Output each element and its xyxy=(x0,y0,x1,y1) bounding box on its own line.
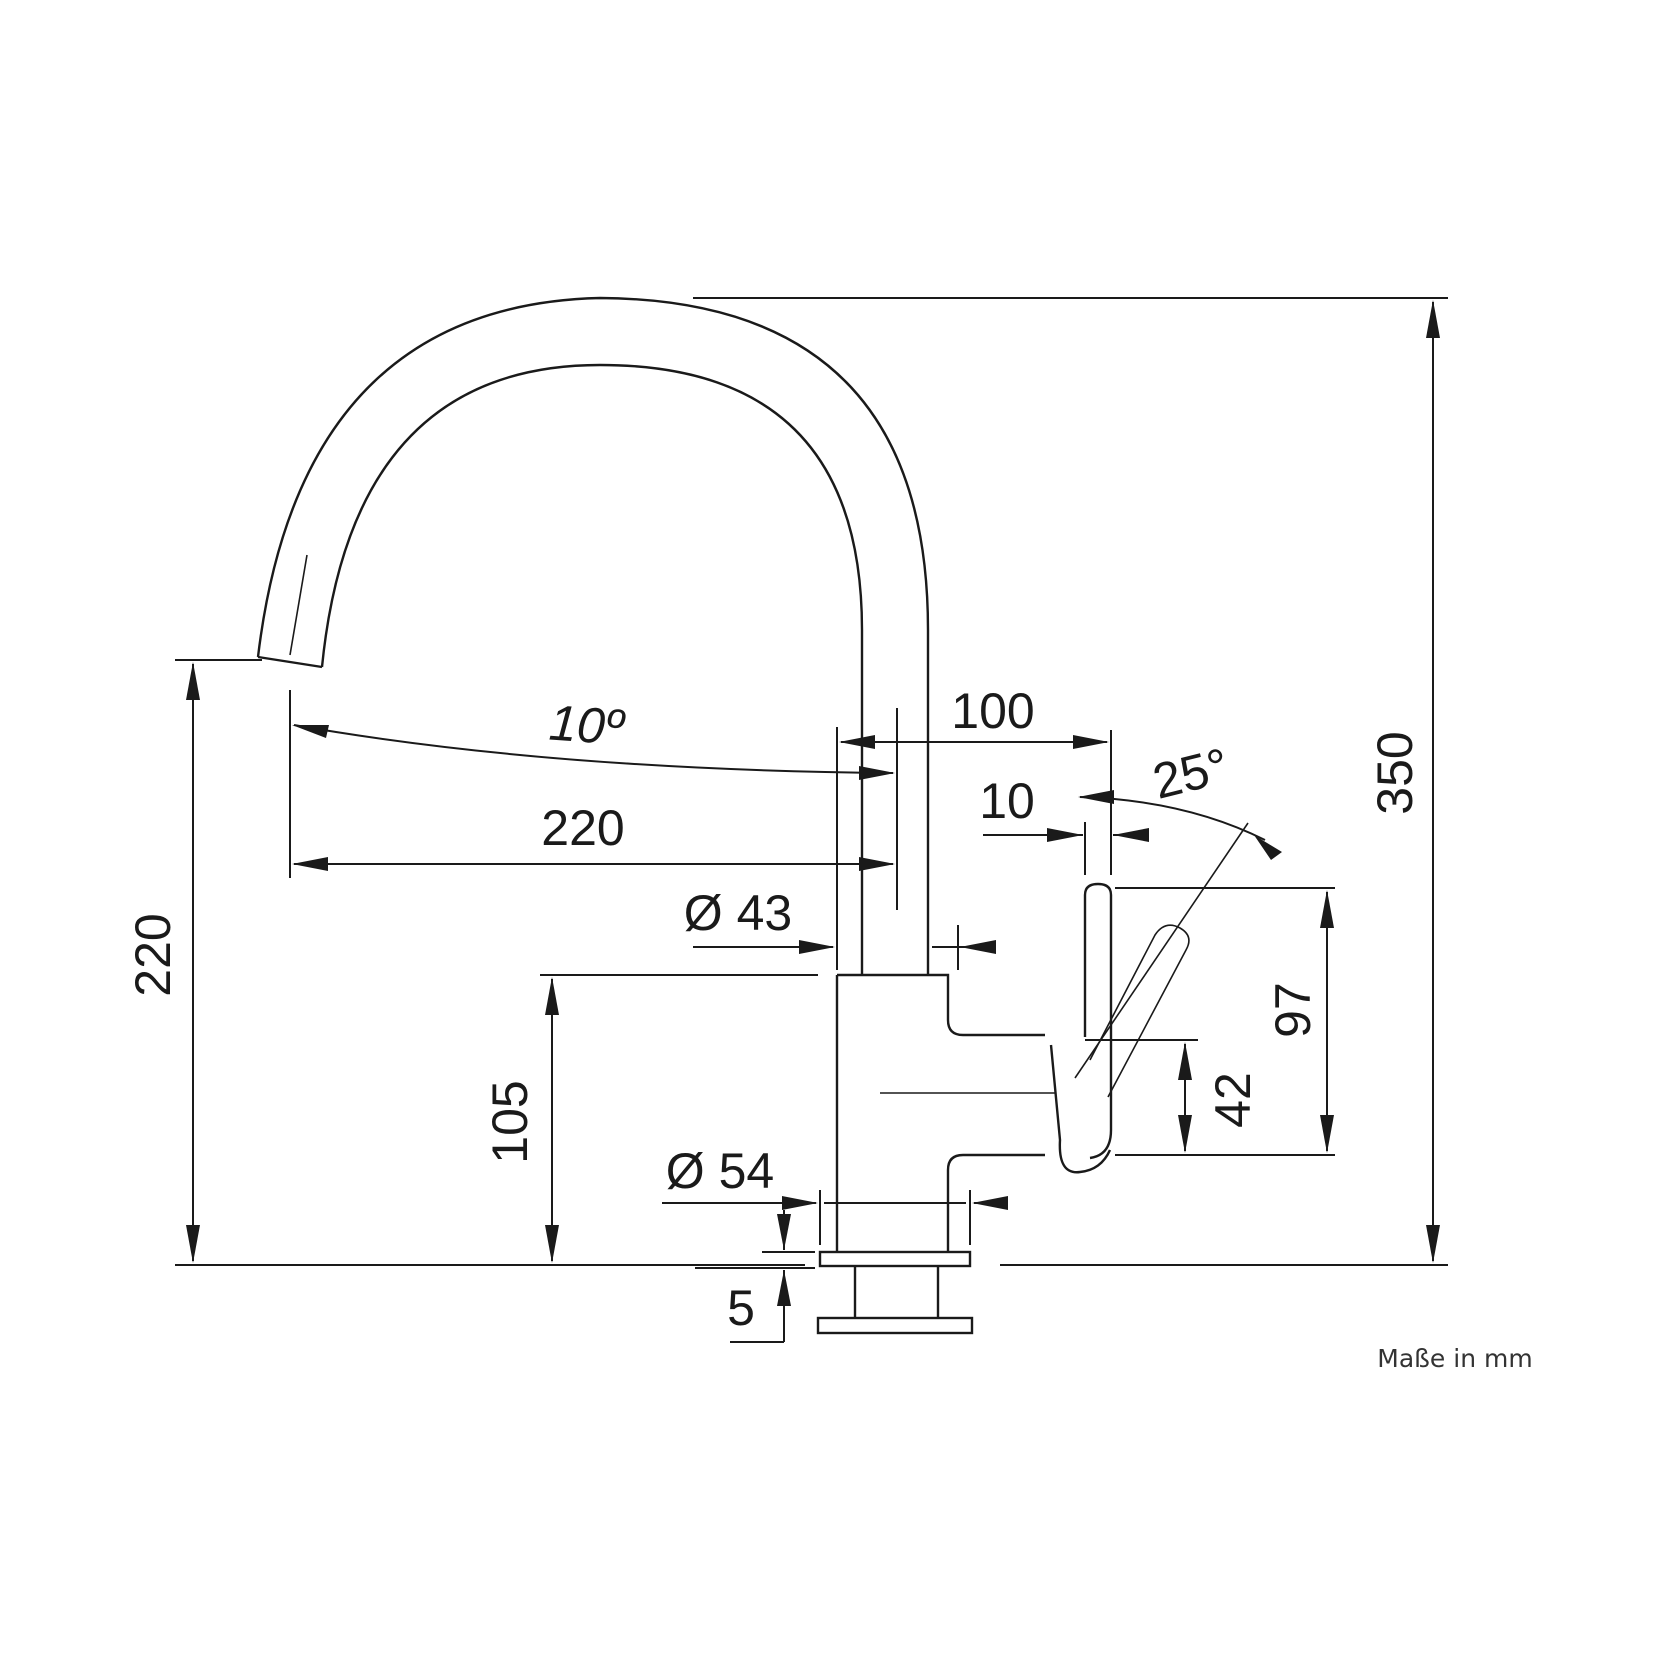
dim-97-arrow-top xyxy=(1320,890,1334,928)
label-reach-handle: 100 xyxy=(951,683,1034,739)
label-angle-handle: 25° xyxy=(1147,737,1234,810)
label-height-spout: 220 xyxy=(125,913,181,996)
label-height-total: 350 xyxy=(1367,731,1423,814)
dim-220h-arrow-top xyxy=(186,662,200,700)
aerator-line xyxy=(289,554,308,656)
dim-25deg-arrow-left xyxy=(1078,790,1114,804)
label-diameter-base: Ø 54 xyxy=(666,1143,774,1199)
spout-tip xyxy=(257,655,323,669)
label-angle-spout: 10º xyxy=(547,695,627,756)
dim-10deg-arrow-left xyxy=(292,725,329,738)
label-height-lever: 42 xyxy=(1205,1072,1261,1128)
units-note: Maße in mm xyxy=(1377,1344,1532,1373)
dim-10deg-arrow-right xyxy=(859,766,895,780)
dim-10-arrow-right xyxy=(1113,828,1149,842)
mounting-nut xyxy=(816,1316,974,1335)
label-reach-spout: 220 xyxy=(541,800,624,856)
dim-350-arrow-bottom xyxy=(1426,1225,1440,1263)
dim-54-arrow-left xyxy=(782,1196,818,1210)
dim-97-arrow-bottom xyxy=(1320,1115,1334,1153)
base-body xyxy=(837,973,1045,1037)
label-height-handle: 97 xyxy=(1265,982,1321,1038)
base-body-lower xyxy=(946,1153,1045,1252)
dim-350-arrow-top xyxy=(1426,300,1440,338)
dim-25deg-arrow-right xyxy=(1254,835,1282,860)
dim-220r-arrow-right xyxy=(859,857,895,871)
dim-220h-arrow-bottom xyxy=(186,1225,200,1263)
faucet-outline xyxy=(256,296,1249,1335)
dim-43-arrow-left xyxy=(799,940,835,954)
spout-inner-contour xyxy=(320,363,864,975)
dim-10deg-arc xyxy=(293,724,894,774)
label-height-body: 105 xyxy=(482,1080,538,1163)
dim-100-arrow-right xyxy=(1073,735,1109,749)
dim-42-arrow-top xyxy=(1178,1042,1192,1080)
dim-10-arrow-left xyxy=(1047,828,1083,842)
spout-outer-contour xyxy=(256,296,930,975)
dim-105-arrow-top xyxy=(545,977,559,1015)
handle-cap xyxy=(1049,1044,1112,1174)
dim-54-arrow-right xyxy=(972,1196,1008,1210)
dim-42-arrow-bottom xyxy=(1178,1115,1192,1153)
dim-5-arrow-bottom xyxy=(777,1270,791,1306)
dim-43-arrow-right xyxy=(960,940,996,954)
handle-axis xyxy=(1074,822,1249,1079)
dimension-labels: 10º 350 100 25° 10 220 220 Ø 43 105 Ø 54… xyxy=(125,683,1533,1373)
dimension-lines xyxy=(175,297,1448,1343)
dim-5-arrow-top xyxy=(777,1214,791,1250)
dim-220r-arrow-left xyxy=(292,857,328,871)
label-offset-handle: 10 xyxy=(979,773,1035,829)
handle-lever xyxy=(1083,882,1113,1160)
dim-105-arrow-bottom xyxy=(545,1225,559,1263)
dim-100-arrow-left xyxy=(839,735,875,749)
label-thickness-base: 5 xyxy=(727,1280,755,1336)
base-plate xyxy=(818,1250,972,1268)
label-diameter-spout: Ø 43 xyxy=(684,885,792,941)
handle-tilted xyxy=(1089,924,1190,1098)
